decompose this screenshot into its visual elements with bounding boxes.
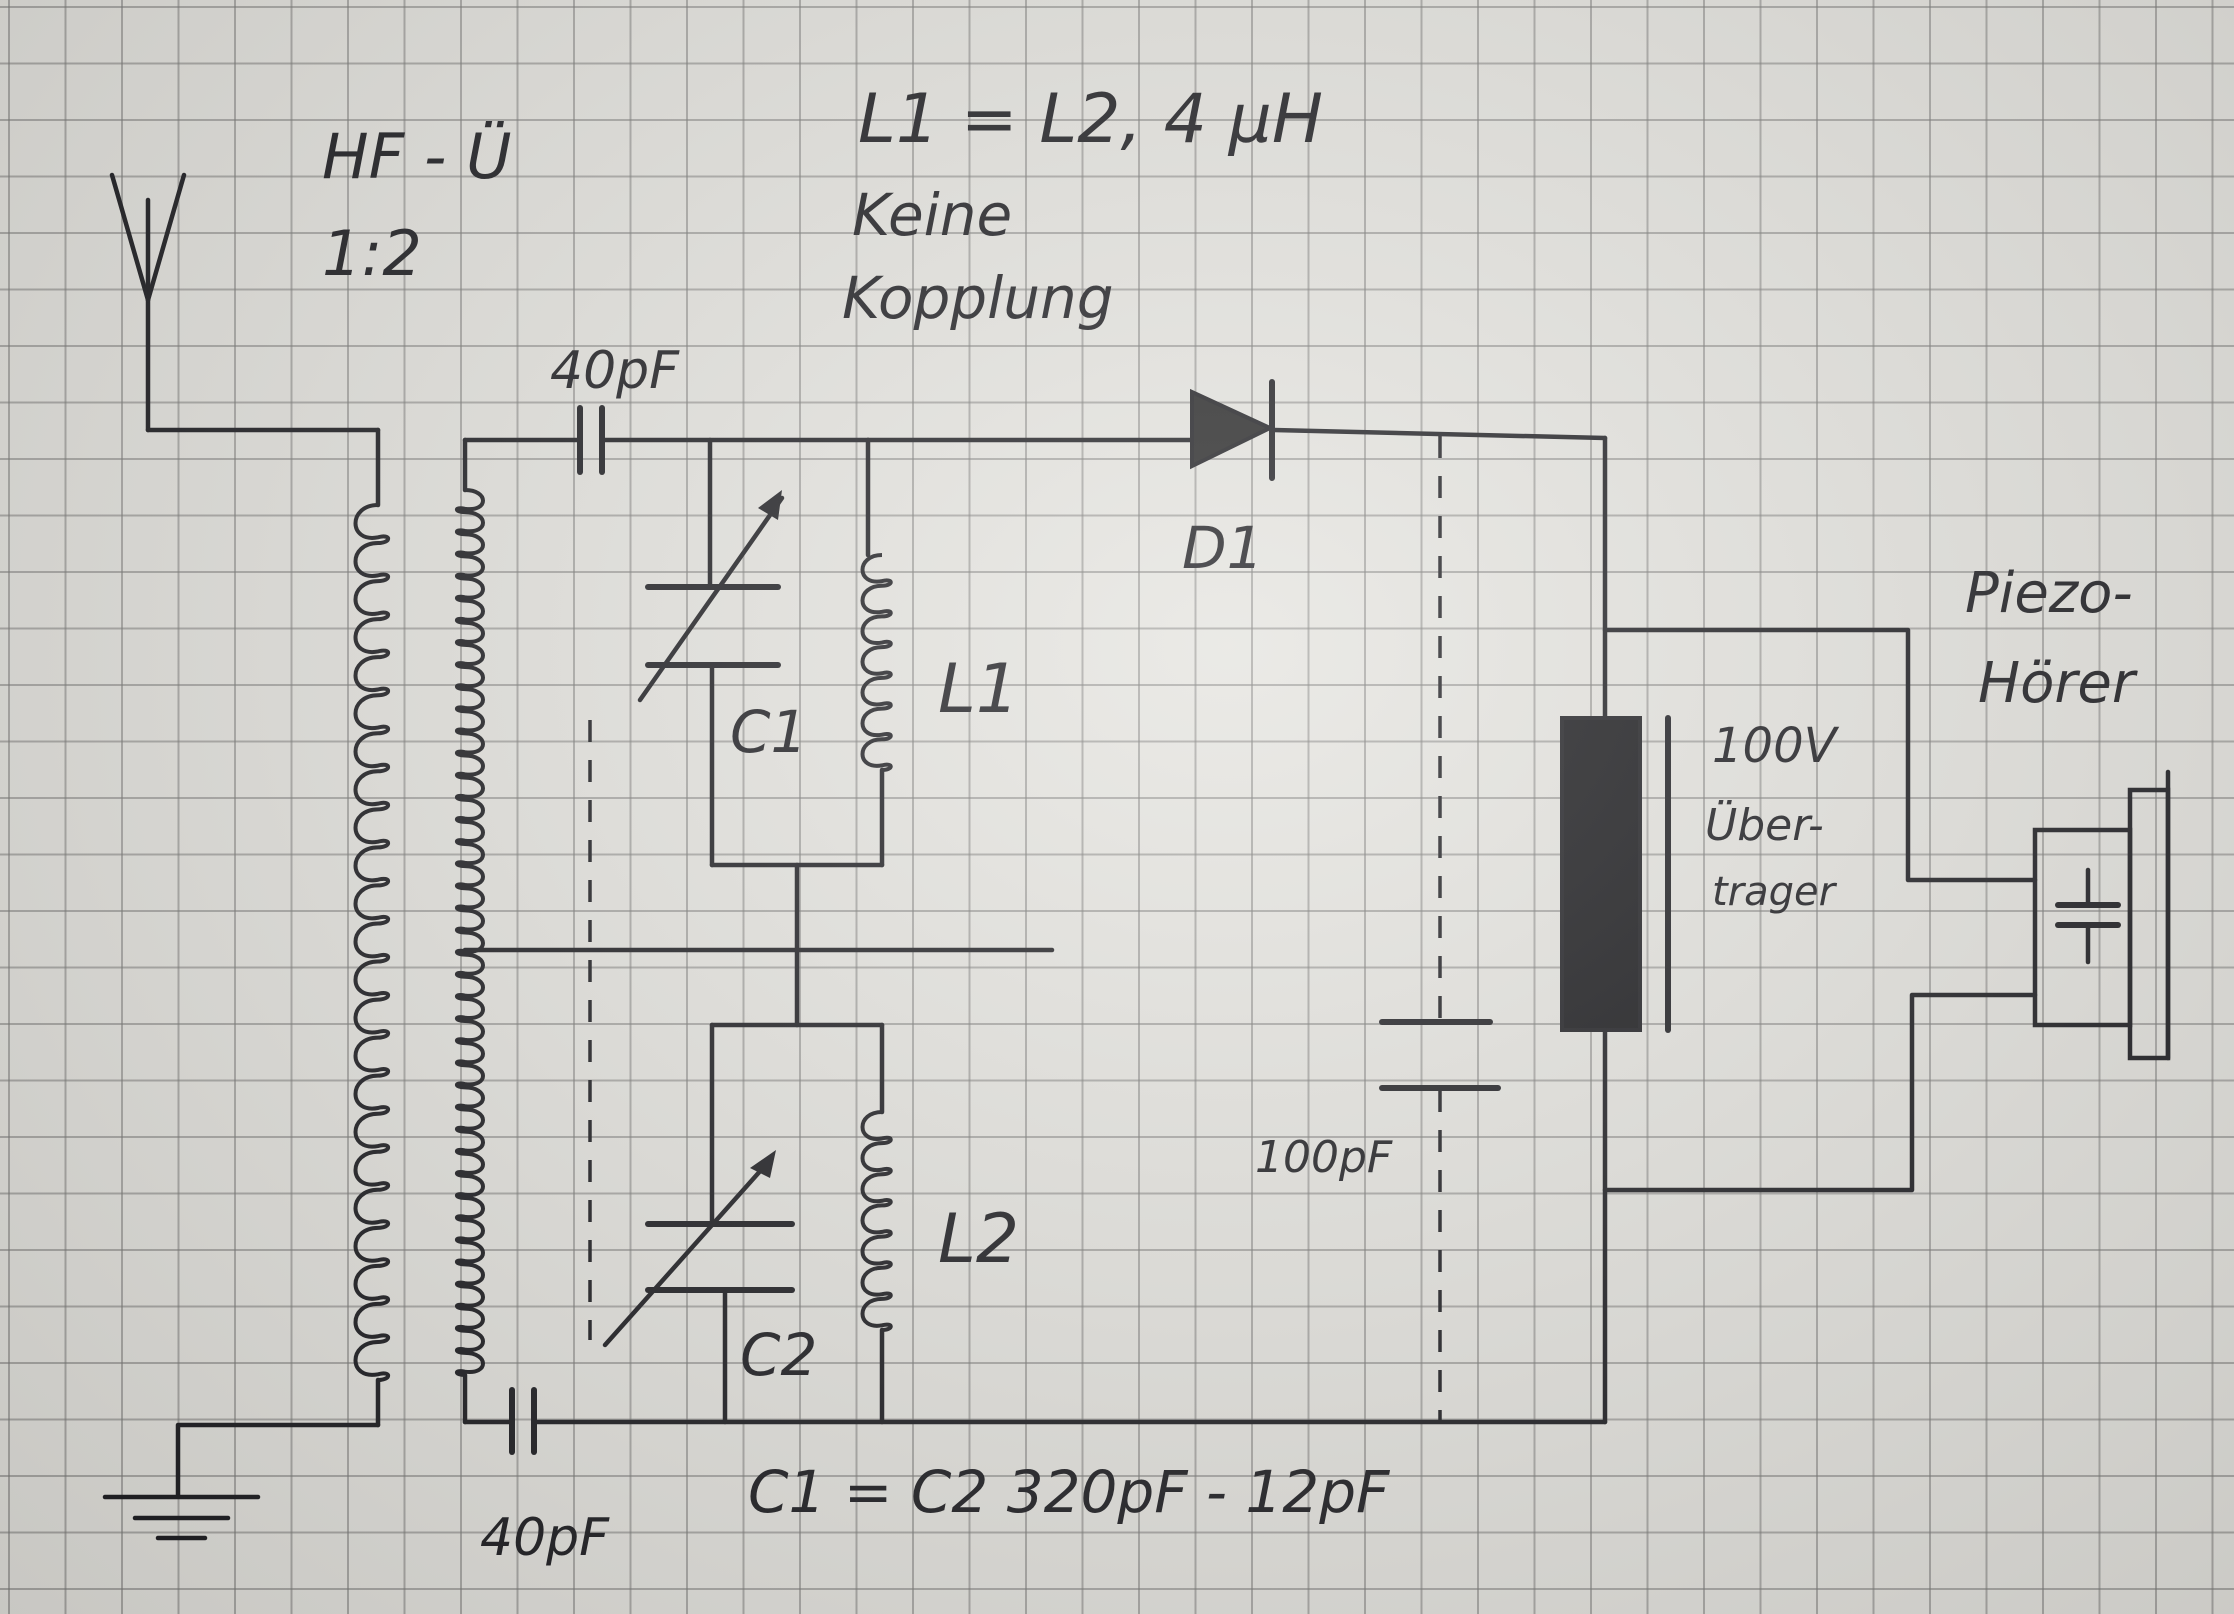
capacitor-100pf (1379, 436, 1501, 1420)
transformer-primary-coil (353, 427, 391, 1428)
top-capacitor-label: 40pF (550, 341, 680, 401)
bottom-capacitor-label: 40pF (480, 1508, 610, 1568)
piezo-label-line1: Piezo- (1965, 561, 2133, 626)
antenna-icon (109, 172, 187, 433)
bottom-coupling-capacitor (462, 1387, 1608, 1455)
transformer-secondary-coil (454, 437, 485, 1425)
piezo-label-line2: Hörer (1978, 651, 2138, 716)
diode-label: D1 (1182, 514, 1264, 582)
transformer-ratio-label: 1:2 (322, 217, 422, 290)
coupling-note-line2: Kopplung (842, 264, 1114, 332)
diode-icon (865, 379, 1608, 481)
l2-label: L2 (938, 1200, 1019, 1279)
inductance-spec-label: L1 = L2, 4 µH (858, 80, 1323, 159)
transformer-name-label: HF - Ü (322, 120, 511, 193)
coupling-note-line1: Keine (852, 181, 1012, 249)
top-coupling-capacitor (462, 405, 871, 475)
transformer-100v-line1: 100V (1712, 718, 1840, 774)
capacitance-spec-label: C1 = C2 320pF - 12pF (748, 1458, 1391, 1526)
lower-tank-circuit (602, 1022, 893, 1425)
transformer-100v-line2: Über- (1705, 799, 1824, 851)
ground-icon (102, 1422, 381, 1541)
piezo-earphone-icon (2032, 769, 2171, 1061)
c1-label: C1 (730, 698, 807, 766)
output-transformer (1560, 435, 2038, 1425)
l1-label: L1 (938, 650, 1019, 729)
c2-label: C2 (740, 1321, 817, 1389)
annotations: HF - Ü 1:2 L1 = L2, 4 µH Keine Kopplung … (322, 80, 2138, 1568)
transformer-100v-line3: trager (1712, 869, 1838, 915)
capacitor-100pf-label: 100pF (1255, 1132, 1393, 1183)
upper-tank-circuit (637, 437, 893, 1028)
